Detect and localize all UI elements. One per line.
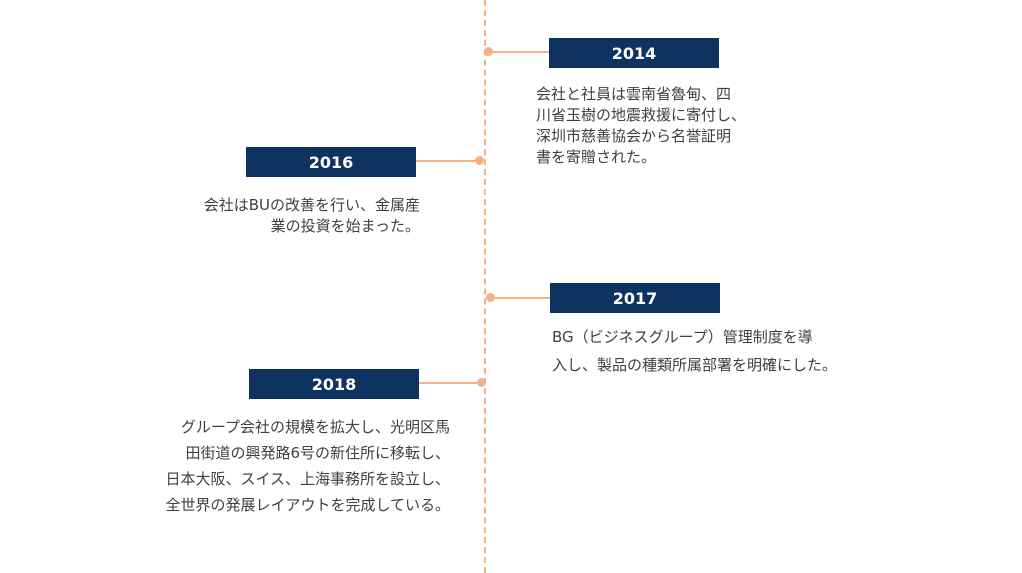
event-text-2014: 会社と社員は雲南省魯甸、四 川省玉樹の地震救援に寄付し、 深圳市慈善協会から名誉…: [536, 84, 746, 168]
timeline-dot-2017: [486, 293, 495, 302]
event-line: 全世界の発展レイアウトを完成している。: [165, 496, 450, 514]
timeline-dot-2018: [477, 378, 486, 387]
event-text-2017: BG（ビジネスグループ）管理制度を導 入し、製品の種類所属部署を明確にした。: [552, 323, 837, 379]
connector-2016: [416, 160, 480, 162]
year-badge-2016: 2016: [246, 147, 416, 177]
event-line: 業の投資を始まった。: [270, 217, 420, 235]
timeline-dot-2016: [475, 156, 484, 165]
year-badge-2014: 2014: [549, 38, 719, 68]
event-line: 深圳市慈善協会から名誉証明: [536, 127, 732, 145]
timeline-dot-2014: [484, 47, 493, 56]
event-line: 入し、製品の種類所属部署を明確にした。: [552, 356, 838, 374]
year-badge-2018: 2018: [249, 369, 419, 399]
connector-2017: [492, 297, 552, 299]
event-text-2018: グループ会社の規模を拡大し、光明区馬 田街道の興発路6号の新住所に移転し、 日本…: [165, 414, 450, 518]
event-line: グループ会社の規模を拡大し、光明区馬: [180, 418, 450, 436]
timeline-axis: [484, 0, 486, 573]
event-line: 田街道の興発路6号の新住所に移転し、: [185, 444, 450, 462]
event-line: 日本大阪、スイス、上海事務所を設立し、: [165, 470, 450, 488]
connector-2018: [419, 382, 481, 384]
year-badge-2017: 2017: [550, 283, 720, 313]
connector-2014: [490, 51, 550, 53]
event-line: 会社と社員は雲南省魯甸、四: [536, 85, 732, 103]
event-text-2016: 会社はBUの改善を行い、金属産 業の投資を始まった。: [204, 195, 420, 237]
event-line: 書を寄贈された。: [536, 148, 657, 166]
event-line: 会社はBUの改善を行い、金属産: [203, 196, 420, 214]
event-line: 川省玉樹の地震救援に寄付し、: [536, 106, 747, 124]
event-line: BG（ビジネスグループ）管理制度を導: [552, 328, 813, 346]
